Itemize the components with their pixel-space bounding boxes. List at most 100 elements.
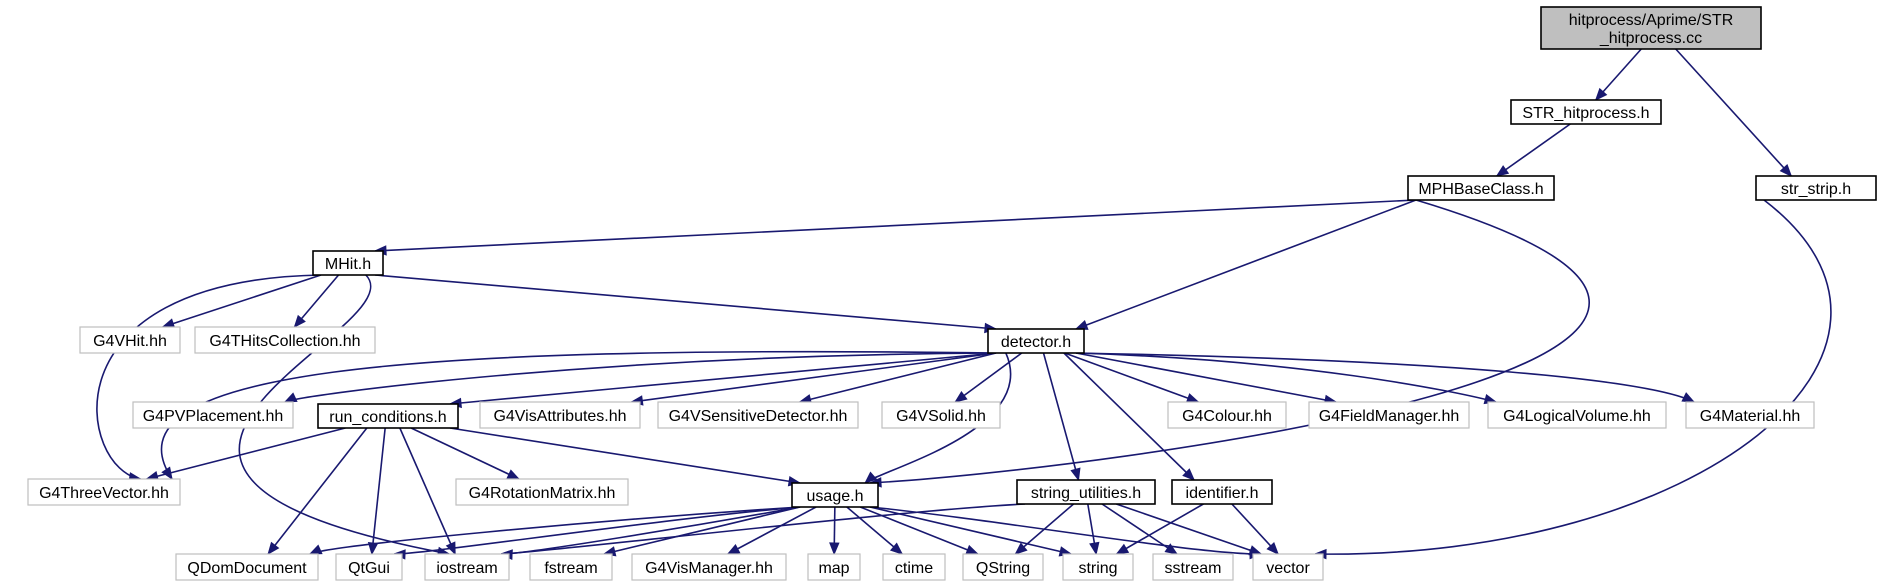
node-box xyxy=(1510,99,1662,125)
arrowhead-detector_h-to-g4vsolid_hh xyxy=(954,390,968,403)
node-box xyxy=(962,553,1044,581)
node-label: STR_hitprocess.h xyxy=(1522,105,1649,122)
node-string-utilities-h[interactable]: string_utilities.h xyxy=(1016,479,1156,505)
arrowhead-root-to-str_hitprocess_h xyxy=(1594,87,1608,101)
node-g4thitscollection-hh: G4THitsCollection.hh xyxy=(194,326,376,354)
edge-mphbaseclass_h-to-detector_h xyxy=(1075,199,1417,330)
node-box xyxy=(317,403,459,429)
edge-usage_h-to-string xyxy=(869,506,1072,555)
node-box xyxy=(1062,553,1134,581)
node-root[interactable]: hitprocess/Aprime/STR_hitprocess.cc xyxy=(1540,6,1762,50)
arrowhead-detector_h-to-string_utilities_h xyxy=(1070,467,1081,482)
node-run-conditions-h[interactable]: run_conditions.h xyxy=(317,403,459,429)
edge-detector_h-to-run_conditions_h xyxy=(449,352,997,405)
node-label: str_strip.h xyxy=(1781,181,1851,198)
node-iostream: iostream xyxy=(424,553,510,581)
node-usage-h[interactable]: usage.h xyxy=(791,482,879,508)
arrowhead-run_conditions_h-to-g4rotationmatrix_hh xyxy=(506,469,521,480)
node-box xyxy=(79,326,181,354)
node-label: G4Colour.hh xyxy=(1182,408,1272,425)
node-box xyxy=(657,401,859,429)
node-box xyxy=(27,478,181,506)
node-label: string xyxy=(1078,560,1117,577)
edge-detector_h-to-g4fieldmanager_hh xyxy=(1075,352,1337,403)
edge-usage_h-to-qstring xyxy=(859,506,979,555)
edge-mphbaseclass_h-to-usage_h xyxy=(869,199,1590,484)
node-box xyxy=(1407,175,1555,201)
node-box xyxy=(807,553,861,581)
node-label: sstream xyxy=(1165,560,1222,577)
node-label: G4VisManager.hh xyxy=(645,560,773,577)
arrowhead-detector_h-to-identifier_h xyxy=(1182,468,1196,481)
arrowhead-mphbaseclass_h-to-detector_h xyxy=(1074,320,1089,330)
edge-root-to-str_strip_h xyxy=(1675,48,1792,177)
node-box xyxy=(1167,401,1287,429)
node-label: MPHBaseClass.h xyxy=(1418,181,1543,198)
edge-run_conditions_h-to-g4threevector_hh xyxy=(146,427,346,480)
edge-string_utilities_h-to-vector xyxy=(1116,503,1262,555)
arrowhead-identifier_h-to-string xyxy=(1115,543,1130,555)
node-label: G4VSensitiveDetector.hh xyxy=(669,408,848,425)
node-fstream: fstream xyxy=(529,553,613,581)
edge-usage_h-to-fstream xyxy=(603,506,801,555)
node-box xyxy=(1755,175,1877,201)
node-mphbaseclass-h[interactable]: MPHBaseClass.h xyxy=(1407,175,1555,201)
node-box xyxy=(1252,553,1324,581)
edge-usage_h-to-iostream xyxy=(500,506,801,555)
arrowhead-identifier_h-to-vector xyxy=(1266,541,1279,555)
edge-detector_h-to-g4vsolid_hh xyxy=(954,352,1023,403)
arrowhead-run_conditions_h-to-qdomdocument xyxy=(267,541,280,556)
edge-detector_h-to-string_utilities_h xyxy=(1042,352,1080,481)
node-box xyxy=(424,553,510,581)
node-label: MHit.h xyxy=(325,256,371,273)
node-box xyxy=(335,553,403,581)
node-box xyxy=(987,328,1085,354)
node-sstream: sstream xyxy=(1152,553,1234,581)
edge-str_hitprocess_h-to-mphbaseclass_h xyxy=(1496,123,1571,177)
node-box xyxy=(631,553,787,581)
node-box xyxy=(1487,401,1667,429)
node-label: G4RotationMatrix.hh xyxy=(469,485,616,502)
edge-usage_h-to-ctime xyxy=(846,506,903,555)
node-g4visattributes-hh: G4VisAttributes.hh xyxy=(479,401,641,429)
edge-string_utilities_h-to-sstream xyxy=(1101,503,1178,555)
node-label: ctime xyxy=(895,560,933,577)
edge-usage_h-to-vector xyxy=(869,506,1262,555)
node-label: identifier.h xyxy=(1186,485,1259,502)
node-box xyxy=(312,250,384,276)
arrowhead-string_utilities_h-to-vector xyxy=(1248,545,1263,556)
edge-usage_h-to-g4vismanager_hh xyxy=(727,506,817,555)
node-label: QDomDocument xyxy=(187,560,307,577)
node-label: iostream xyxy=(436,560,497,577)
edge-str_strip_h-to-vector xyxy=(1314,199,1832,555)
arrowhead-usage_h-to-g4vismanager_hh xyxy=(726,543,741,555)
node-label: detector.h xyxy=(1001,334,1071,351)
arrowhead-string_utilities_h-to-sstream xyxy=(1164,543,1179,555)
arrowhead-usage_h-to-qdomdocument xyxy=(308,544,323,555)
arrowhead-usage_h-to-qstring xyxy=(965,544,980,555)
edge-identifier_h-to-string xyxy=(1116,503,1204,555)
node-qdomdocument: QDomDocument xyxy=(175,553,319,581)
edge-usage_h-to-qtgui xyxy=(393,506,801,555)
node-identifier-h[interactable]: identifier.h xyxy=(1171,479,1273,505)
node-label: map xyxy=(818,560,849,577)
edge-detector_h-to-g4colour_hh xyxy=(1064,352,1199,403)
node-str-hitprocess-h[interactable]: STR_hitprocess.h xyxy=(1510,99,1662,125)
node-label: G4ThreeVector.hh xyxy=(39,485,169,502)
edge-mphbaseclass_h-to-mhit_h xyxy=(374,199,1417,252)
node-box xyxy=(479,401,641,429)
edge-detector_h-to-g4material_hh xyxy=(1075,352,1695,403)
edges-layer xyxy=(96,48,1832,560)
node-box xyxy=(529,553,613,581)
edge-detector_h-to-usage_h xyxy=(864,352,1012,484)
node-label: run_conditions.h xyxy=(329,409,446,426)
node-map: map xyxy=(807,553,861,581)
edge-run_conditions_h-to-qdomdocument xyxy=(267,427,368,555)
node-box xyxy=(1016,479,1156,505)
node-detector-h[interactable]: detector.h xyxy=(987,328,1085,354)
arrowhead-usage_h-to-ctime xyxy=(889,542,904,555)
edge-detector_h-to-g4vsensitivedetector_hh xyxy=(799,352,997,403)
node-str-strip-h[interactable]: str_strip.h xyxy=(1755,175,1877,201)
node-mhit-h[interactable]: MHit.h xyxy=(312,250,384,276)
node-box xyxy=(455,478,629,506)
